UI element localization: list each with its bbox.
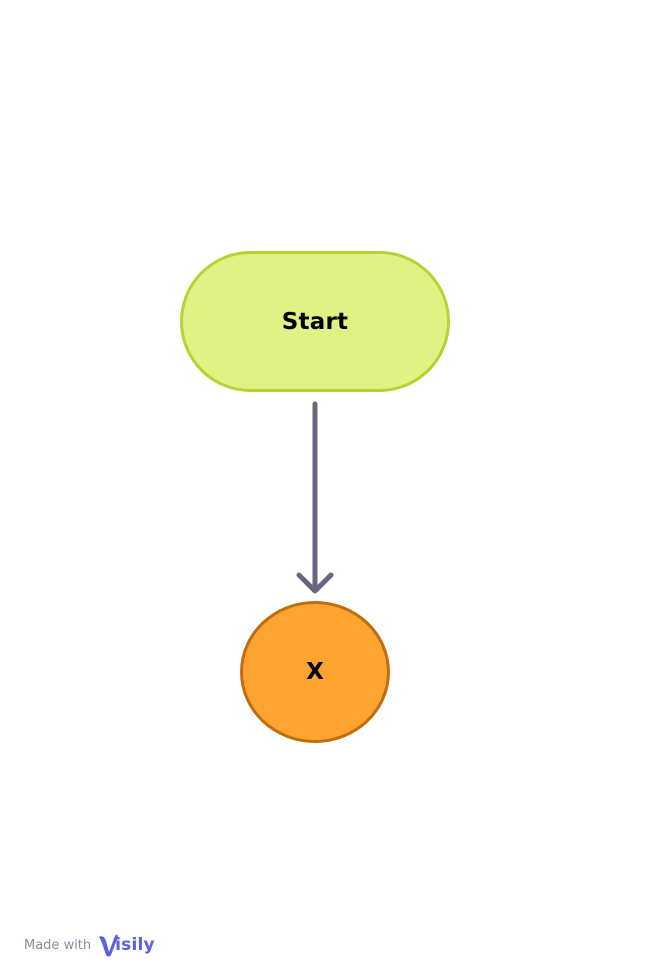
- made-with-visily-badge[interactable]: Made with isily: [24, 931, 155, 959]
- arrow-head: [296, 572, 334, 594]
- visily-wordmark: isily: [115, 935, 155, 955]
- start-node[interactable]: Start: [180, 251, 450, 392]
- start-node-label: Start: [281, 308, 349, 335]
- x-node[interactable]: X: [240, 601, 390, 743]
- start-to-x-arrow: [296, 401, 334, 594]
- visily-logo-icon: [99, 934, 119, 957]
- x-node-label: X: [306, 659, 324, 685]
- made-with-label: Made with: [24, 937, 92, 953]
- visily-logo: isily: [97, 932, 155, 958]
